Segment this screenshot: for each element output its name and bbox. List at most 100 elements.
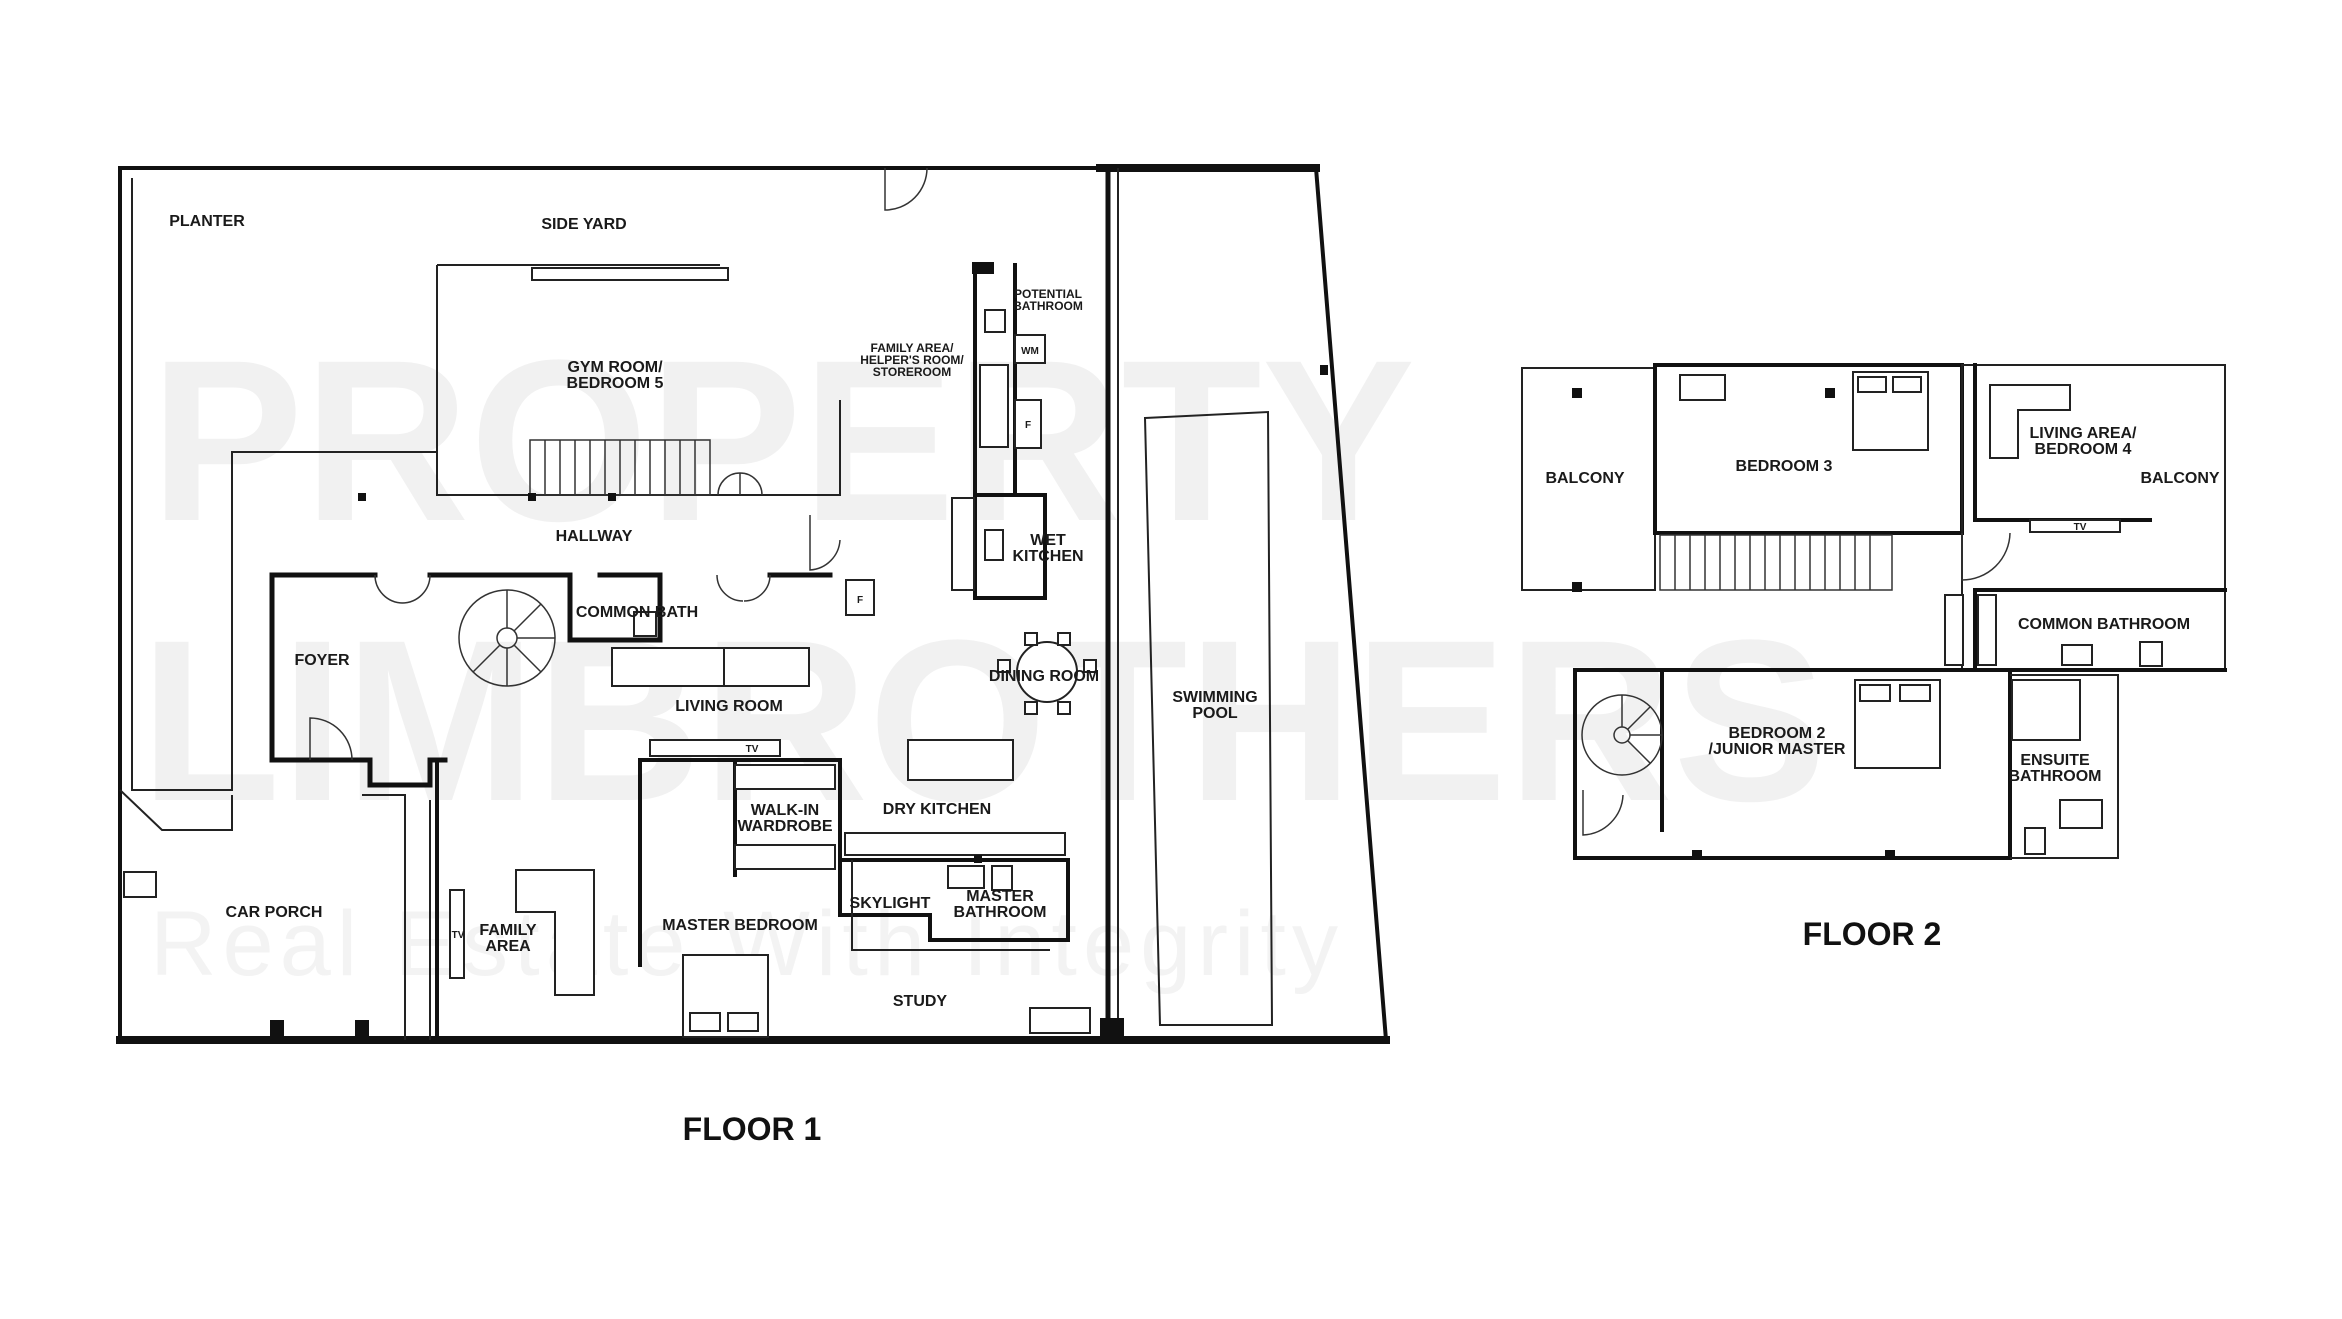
post-kitchen — [974, 855, 982, 863]
master-pillow-1 — [689, 1012, 721, 1032]
hallway-door — [716, 574, 771, 602]
watermark-line-1: PROPERTY — [150, 312, 1415, 569]
watermark-line-2: LIMBROTHERS — [140, 592, 1827, 849]
side-yard-door — [884, 167, 928, 211]
label-common-bath: COMMON BATH — [576, 604, 698, 621]
master-bathroom-walls — [838, 858, 1070, 942]
living-sofa-2 — [723, 647, 810, 687]
helper-sofa — [979, 364, 1009, 448]
label-hallway: HALLWAY — [556, 528, 633, 545]
stair-door-f2 — [1961, 532, 2011, 581]
fridge-2-label: F — [857, 595, 863, 606]
bedroom-2-pillow-1 — [1859, 684, 1891, 702]
fridge-1-label: F — [1025, 420, 1031, 431]
dry-kitchen-counter — [844, 832, 1066, 856]
stove — [984, 529, 1004, 561]
foyer-door — [309, 717, 353, 761]
ensuite-toilet — [2024, 827, 2046, 855]
label-gym-room-1: GYM ROOM/ — [567, 359, 663, 376]
label-wet-kitchen-1: WET — [1030, 532, 1066, 549]
label-bedroom-2-2: /JUNIOR MASTER — [1709, 741, 1846, 758]
balcony-left-outline — [1521, 367, 1656, 591]
tv-unit-f2 — [2029, 519, 2121, 533]
tv-label-living: TV — [746, 744, 759, 755]
family-tv — [449, 889, 465, 979]
dining-table — [997, 632, 1097, 715]
bedroom-2-pillow-2 — [1899, 684, 1931, 702]
label-family-area-2: AREA — [485, 938, 531, 955]
label-ensuite-2: BATHROOM — [2008, 768, 2101, 785]
label-potential-bathroom-2: BATHROOM — [1013, 299, 1083, 313]
potential-bath-fixture — [984, 309, 1006, 333]
label-potential-bathroom-1: POTENTIAL — [1014, 287, 1082, 301]
swimming-pool — [1143, 410, 1274, 1026]
floor-2-stairs — [1659, 534, 1893, 591]
bath-sink — [947, 865, 985, 889]
f2-bath-toilet — [2139, 641, 2163, 667]
floor-1-plan: WM F TV F — [116, 164, 1390, 1147]
wardrobe-shelf-1 — [734, 764, 836, 790]
label-swimming-pool-2: POOL — [1192, 705, 1238, 722]
wet-kitchen-counter — [951, 497, 975, 591]
study-sofa — [1029, 1007, 1091, 1034]
foyer-bottom-walls — [269, 757, 448, 788]
fridge-1 — [1014, 399, 1042, 449]
floor-1-title: FLOOR 1 — [683, 1111, 822, 1147]
label-bedroom-3: BEDROOM 3 — [1736, 458, 1833, 475]
master-pillow-2 — [727, 1012, 759, 1032]
common-bath-walls — [567, 572, 663, 643]
gym-window — [531, 267, 729, 281]
label-master-bathroom-2: BATHROOM — [953, 904, 1046, 921]
label-car-porch: CAR PORCH — [226, 904, 323, 921]
tv-label-family: TV — [452, 930, 465, 941]
washing-machine-label: WM — [1021, 346, 1039, 357]
foyer-living-walls — [269, 572, 833, 763]
label-balcony-left: BALCONY — [1545, 470, 1624, 487]
label-swimming-pool-1: SWIMMING — [1172, 689, 1257, 706]
f2-wardrobe-1 — [1944, 594, 1964, 666]
watermark: PROPERTY LIMBROTHERS Real Estate With In… — [140, 312, 1827, 995]
tv-console — [649, 739, 781, 757]
fridge-2 — [845, 579, 875, 616]
label-ensuite-1: ENSUITE — [2020, 752, 2090, 769]
label-study: STUDY — [893, 993, 948, 1010]
living-sofa-1 — [611, 647, 725, 687]
gym-door — [717, 472, 763, 496]
structural-posts — [270, 365, 1328, 1040]
label-family-helper-3: STOREROOM — [873, 365, 951, 379]
kitchen-island — [907, 739, 1014, 781]
washing-machine — [1014, 334, 1046, 364]
label-living-area-1: LIVING AREA/ — [2030, 425, 2138, 442]
label-walk-in-wardrobe-1: WALK-IN — [751, 802, 819, 819]
kitchen-door — [809, 515, 841, 571]
label-walk-in-wardrobe-2: WARDROBE — [737, 818, 832, 835]
spiral-staircase-f2 — [1581, 694, 1663, 836]
label-side-yard: SIDE YARD — [541, 216, 626, 233]
label-foyer: FOYER — [294, 652, 350, 669]
label-bedroom-2-1: BEDROOM 2 — [1729, 725, 1826, 742]
floor-2-plan: TV BAL — [1521, 363, 2227, 952]
bedroom-3-pillow-2 — [1892, 376, 1922, 393]
label-living-area-2: BEDROOM 4 — [2035, 441, 2132, 458]
f2-bath-sink — [2061, 644, 2093, 666]
label-family-helper-2: HELPER'S ROOM/ — [860, 353, 964, 367]
label-dry-kitchen: DRY KITCHEN — [883, 801, 991, 818]
spiral-staircase — [458, 589, 556, 687]
label-common-bathroom: COMMON BATHROOM — [2018, 616, 2190, 633]
floor-2-title: FLOOR 2 — [1803, 916, 1942, 952]
bath-toilet — [991, 865, 1013, 891]
tv-label-f2: TV — [2074, 522, 2087, 533]
floor-2-posts — [1572, 388, 1895, 858]
planter-edge — [131, 178, 437, 791]
label-living-room: LIVING ROOM — [675, 698, 783, 715]
bedroom-3-pillow-1 — [1857, 376, 1887, 393]
f2-wardrobe-2 — [1977, 594, 1997, 666]
label-family-area-1: FAMILY — [479, 922, 537, 939]
helper-room-walls — [973, 263, 1017, 497]
car-porch-wall — [362, 794, 406, 1040]
foyer-entry-door — [374, 574, 431, 604]
bedroom-3-desk — [1679, 374, 1726, 401]
label-family-helper-1: FAMILY AREA/ — [871, 341, 955, 355]
label-wet-kitchen-2: KITCHEN — [1012, 548, 1083, 565]
